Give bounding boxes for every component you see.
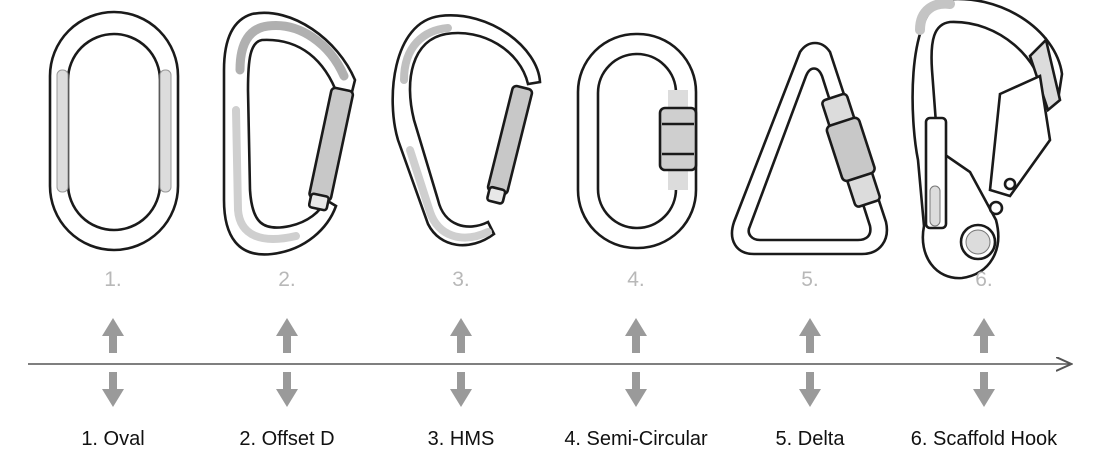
hms-carabiner-icon [391, 14, 542, 247]
scaffold-hook-icon [911, 0, 1064, 280]
carabiner-label: 1. Oval [81, 428, 145, 450]
carabiner-label: 3. HMS [427, 428, 495, 450]
up-down-arrow-icon [276, 318, 298, 407]
delta-carabiner-icon [730, 41, 889, 256]
carabiner-label: 6. Scaffold Hook [910, 428, 1058, 450]
carabiner-number: 5. [801, 268, 819, 291]
semi-circular-carabiner-icon [576, 32, 698, 250]
up-down-arrow-icon [625, 318, 647, 407]
offset-d-carabiner-icon [222, 11, 357, 256]
up-down-arrow-icon [973, 318, 995, 407]
carabiner-number: 2. [278, 268, 296, 291]
carabiner-number: 6. [975, 268, 993, 291]
carabiner-label: 2. Offset D [239, 428, 335, 450]
carabiner-label: 5. Delta [775, 428, 845, 450]
carabiner-number: 1. [104, 268, 122, 291]
carabiner-label: 4. Semi-Circular [564, 428, 708, 450]
oval-carabiner-icon [48, 10, 180, 252]
carabiner-number: 3. [452, 268, 470, 291]
up-down-arrow-icon [450, 318, 472, 407]
up-down-arrow-icon [799, 318, 821, 407]
up-down-arrow-icon [102, 318, 124, 407]
carabiner-number: 4. [627, 268, 645, 291]
